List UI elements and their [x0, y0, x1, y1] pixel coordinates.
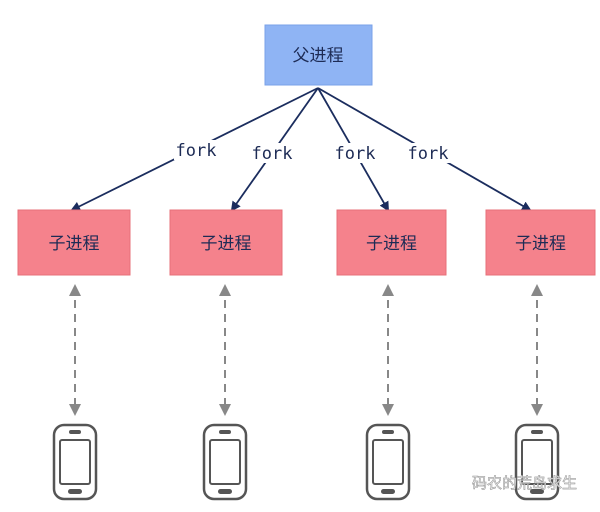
fork-edge: fork: [317, 87, 389, 212]
child-process-node: 子进程: [17, 209, 131, 276]
fork-edge: fork: [70, 87, 319, 211]
fork-edge: fork: [230, 87, 319, 212]
child-process-label: 子进程: [49, 234, 100, 254]
watermark-text: 码农的荒岛求生: [472, 474, 577, 492]
fork-edge: fork: [317, 87, 532, 211]
watermark: 码农的荒岛求生: [472, 474, 578, 493]
child-process-label: 子进程: [201, 234, 252, 254]
child-process-label: 子进程: [515, 234, 566, 254]
fork-label: fork: [252, 144, 293, 164]
smartphone-icon: [202, 423, 248, 501]
child-process-node: 子进程: [336, 209, 447, 276]
parent-process-node: 父进程: [264, 24, 373, 86]
child-process-label: 子进程: [366, 234, 417, 254]
child-process-node: 子进程: [169, 209, 283, 276]
parent-process-label: 父进程: [293, 46, 344, 66]
smartphone-icon: [52, 423, 98, 501]
fork-label: fork: [335, 144, 376, 164]
fork-label: fork: [176, 141, 217, 161]
child-process-node: 子进程: [485, 209, 596, 276]
smartphone-icon: [514, 423, 560, 501]
smartphone-icon: [365, 423, 411, 501]
fork-label: fork: [408, 144, 449, 164]
